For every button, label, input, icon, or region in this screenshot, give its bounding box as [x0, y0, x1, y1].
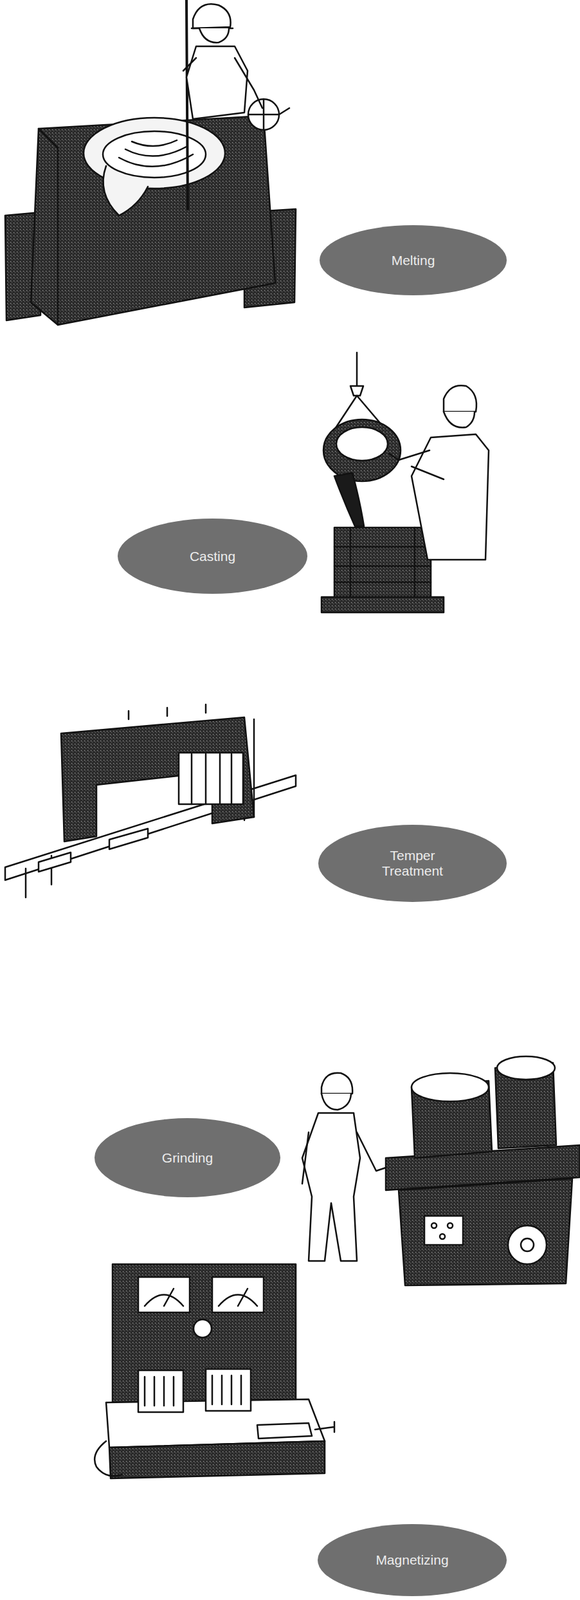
ellipse-fill [318, 824, 507, 902]
temper-furnace [5, 704, 296, 898]
ellipse-fill [317, 1523, 507, 1596]
ellipse-fill [319, 225, 507, 296]
ellipse-fill [94, 1117, 281, 1197]
step-label: Casting [189, 548, 236, 564]
step-label: Magnetizing [375, 1551, 449, 1568]
melting-furnace [5, 0, 296, 325]
step-label: Temper Treatment [371, 847, 455, 879]
process-step-ellipse: Grinding [93, 1116, 281, 1198]
grinding-machine [302, 1055, 580, 1285]
casting-ladle [321, 352, 489, 613]
process-step-ellipse: Temper Treatment [317, 823, 508, 903]
ellipse-fill [117, 518, 308, 594]
magnetizer-machine [94, 1263, 335, 1478]
process-step-ellipse: Magnetizing [317, 1522, 508, 1596]
step-label: Grinding [162, 1149, 213, 1166]
step-label: Melting [391, 252, 436, 269]
process-step-ellipse: Casting [117, 517, 309, 595]
process-step-ellipse: Melting [318, 224, 508, 296]
